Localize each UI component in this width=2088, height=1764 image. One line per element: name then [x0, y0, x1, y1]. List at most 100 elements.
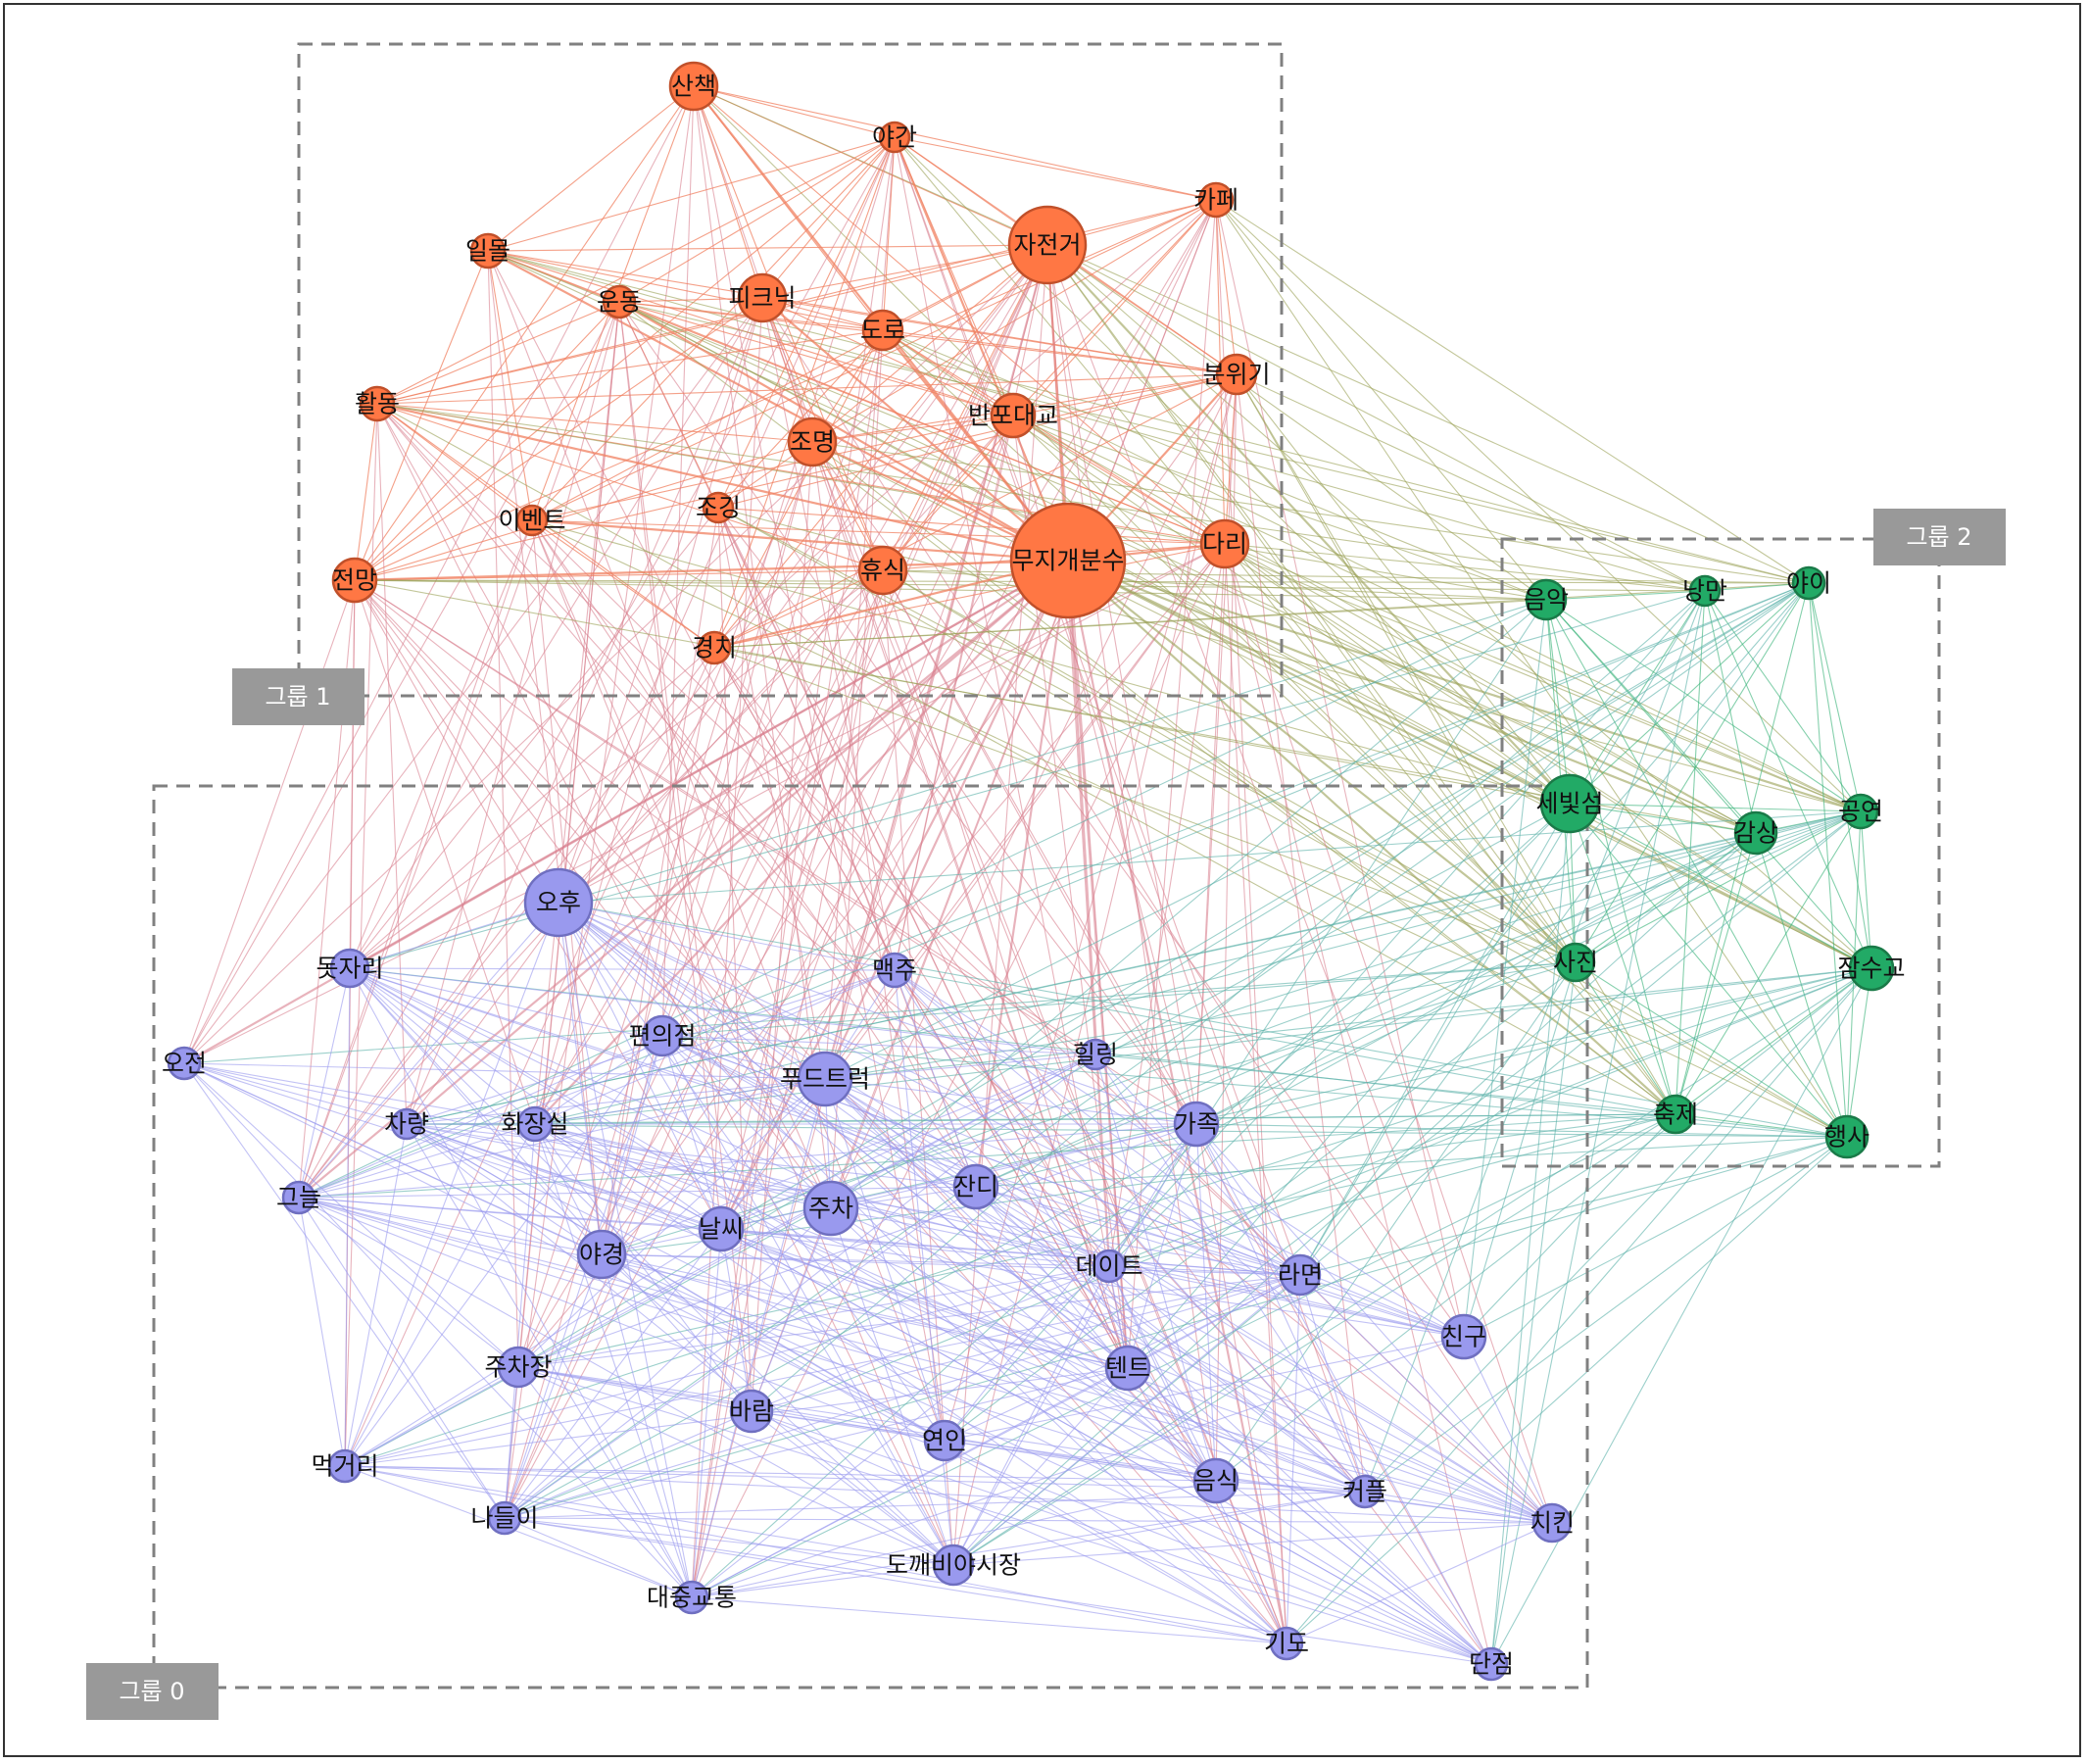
node-circle[interactable] [1688, 574, 1722, 608]
node-circle[interactable] [1192, 1457, 1239, 1504]
node-circle[interactable] [1824, 1114, 1869, 1159]
node-날씨[interactable]: 날씨 [698, 1205, 745, 1252]
node-먹거리[interactable]: 먹거리 [311, 1448, 379, 1484]
node-활동[interactable]: 활동 [355, 385, 400, 422]
node-데이트[interactable]: 데이트 [1075, 1249, 1143, 1284]
node-행사[interactable]: 행사 [1824, 1114, 1869, 1159]
node-circle[interactable] [1009, 502, 1127, 619]
node-공연[interactable]: 공연 [1838, 793, 1883, 830]
node-친구[interactable]: 친구 [1440, 1313, 1487, 1360]
node-circle[interactable] [1215, 353, 1258, 396]
node-circle[interactable] [698, 1205, 745, 1252]
node-circle[interactable] [167, 1046, 202, 1081]
node-화장실[interactable]: 화장실 [501, 1105, 569, 1143]
node-카페[interactable]: 카페 [1193, 181, 1238, 219]
node-circle[interactable] [1525, 578, 1568, 621]
node-circle[interactable] [1848, 945, 1895, 992]
node-차량[interactable]: 차량 [384, 1107, 429, 1141]
node-이벤트[interactable]: 이벤트 [498, 504, 566, 537]
node-바람[interactable]: 바람 [729, 1389, 774, 1434]
node-circle[interactable] [668, 61, 719, 112]
node-커플[interactable]: 커플 [1342, 1474, 1387, 1509]
node-circle[interactable] [359, 385, 396, 422]
node-음악[interactable]: 음악 [1524, 578, 1569, 621]
node-라면[interactable]: 라면 [1278, 1253, 1323, 1297]
node-circle[interactable] [1842, 793, 1879, 830]
node-circle[interactable] [1199, 518, 1250, 569]
node-circle[interactable] [802, 1180, 859, 1237]
node-돗자리[interactable]: 돗자리 [316, 948, 384, 989]
node-잠수교[interactable]: 잠수교 [1837, 945, 1906, 992]
node-휴식[interactable]: 휴식 [857, 545, 908, 596]
node-편의점[interactable]: 편의점 [628, 1014, 697, 1057]
node-circle[interactable] [674, 1580, 709, 1615]
node-운동[interactable]: 운동 [597, 284, 642, 319]
node-circle[interactable] [697, 630, 732, 665]
node-도로[interactable]: 도로 [860, 309, 905, 352]
node-circle[interactable] [952, 1163, 999, 1210]
node-주차장[interactable]: 주차장 [484, 1346, 553, 1389]
node-세빛섬[interactable]: 세빛섬 [1535, 773, 1604, 834]
node-오후[interactable]: 오후 [523, 867, 594, 938]
node-대중교통[interactable]: 대중교통 [647, 1580, 737, 1615]
node-circle[interactable] [1173, 1101, 1220, 1148]
node-circle[interactable] [1092, 1249, 1127, 1284]
node-힐링[interactable]: 힐링 [1073, 1038, 1118, 1071]
node-일몰[interactable]: 일몰 [465, 232, 510, 270]
node-circle[interactable] [1733, 810, 1778, 856]
node-감상[interactable]: 감상 [1733, 810, 1778, 856]
node-그늘[interactable]: 그늘 [276, 1180, 321, 1215]
node-야이[interactable]: 야이 [1786, 565, 1831, 601]
node-주차[interactable]: 주차 [802, 1180, 859, 1237]
node-연인[interactable]: 연인 [922, 1419, 967, 1462]
node-circle[interactable] [729, 1389, 774, 1434]
node-circle[interactable] [1279, 1253, 1322, 1297]
node-circle[interactable] [797, 1051, 853, 1107]
node-조깅[interactable]: 조깅 [696, 491, 741, 524]
node-circle[interactable] [469, 232, 507, 270]
node-무지개분수[interactable]: 무지개분수 [1009, 502, 1127, 619]
node-circle[interactable] [702, 491, 735, 524]
node-circle[interactable] [876, 952, 913, 989]
node-단점[interactable]: 단점 [1469, 1646, 1514, 1682]
node-circle[interactable] [281, 1180, 316, 1215]
node-전망[interactable]: 전망 [331, 557, 378, 604]
node-circle[interactable] [1347, 1474, 1383, 1509]
node-circle[interactable] [1007, 205, 1088, 285]
node-circle[interactable] [1555, 942, 1596, 983]
node-circle[interactable] [523, 867, 594, 938]
node-야경[interactable]: 야경 [576, 1229, 627, 1280]
node-푸드트럭[interactable]: 푸드트럭 [780, 1051, 870, 1107]
node-circle[interactable] [1539, 773, 1600, 834]
node-circle[interactable] [990, 392, 1037, 439]
node-자전거[interactable]: 자전거 [1007, 205, 1088, 285]
node-잔디[interactable]: 잔디 [952, 1163, 999, 1210]
node-오전[interactable]: 오전 [162, 1046, 207, 1081]
node-circle[interactable] [787, 416, 838, 467]
node-circle[interactable] [602, 284, 637, 319]
node-경치[interactable]: 경치 [692, 630, 737, 665]
node-circle[interactable] [515, 504, 549, 537]
node-circle[interactable] [1197, 181, 1235, 219]
node-낭만[interactable]: 낭만 [1682, 574, 1727, 608]
node-기도[interactable]: 기도 [1264, 1626, 1309, 1661]
node-circle[interactable] [390, 1107, 423, 1141]
node-음식[interactable]: 음식 [1192, 1457, 1239, 1504]
node-치킨[interactable]: 치킨 [1530, 1502, 1575, 1544]
node-circle[interactable] [857, 545, 908, 596]
node-circle[interactable] [576, 1229, 627, 1280]
node-circle[interactable] [878, 121, 911, 154]
node-텐트[interactable]: 텐트 [1104, 1345, 1151, 1392]
node-다리[interactable]: 다리 [1199, 518, 1250, 569]
node-circle[interactable] [487, 1500, 522, 1536]
node-반포대교[interactable]: 반포대교 [968, 392, 1058, 439]
node-circle[interactable] [329, 948, 370, 989]
node-circle[interactable] [923, 1419, 966, 1462]
node-산책[interactable]: 산책 [668, 61, 719, 112]
node-circle[interactable] [1104, 1345, 1151, 1392]
node-circle[interactable] [497, 1346, 540, 1389]
node-조명[interactable]: 조명 [787, 416, 838, 467]
node-circle[interactable] [1655, 1094, 1696, 1135]
node-분위기[interactable]: 분위기 [1202, 353, 1271, 396]
node-circle[interactable] [1440, 1313, 1487, 1360]
